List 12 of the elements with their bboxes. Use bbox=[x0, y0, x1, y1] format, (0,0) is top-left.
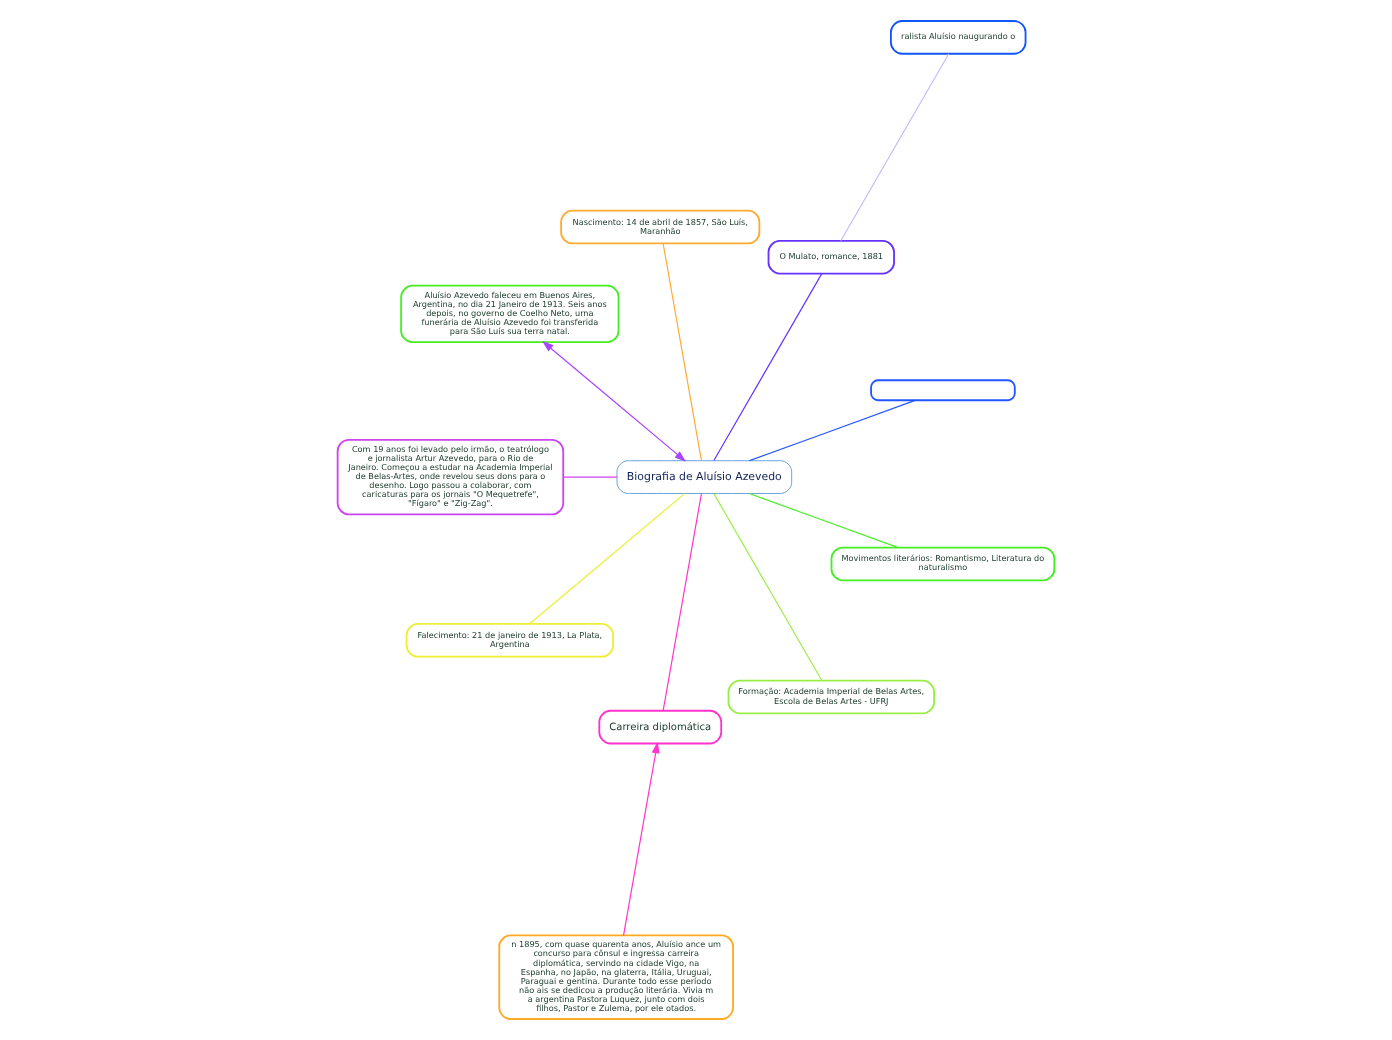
arrow bbox=[542, 341, 686, 462]
connector bbox=[562, 476, 618, 478]
arrow bbox=[622, 741, 660, 936]
connector bbox=[529, 493, 686, 625]
connector bbox=[840, 53, 950, 242]
connector bbox=[713, 273, 823, 462]
node-box bbox=[870, 379, 1016, 402]
connector bbox=[662, 242, 703, 462]
connector bbox=[662, 492, 703, 712]
connector bbox=[713, 493, 823, 682]
connector bbox=[748, 399, 916, 462]
connector bbox=[748, 492, 899, 548]
